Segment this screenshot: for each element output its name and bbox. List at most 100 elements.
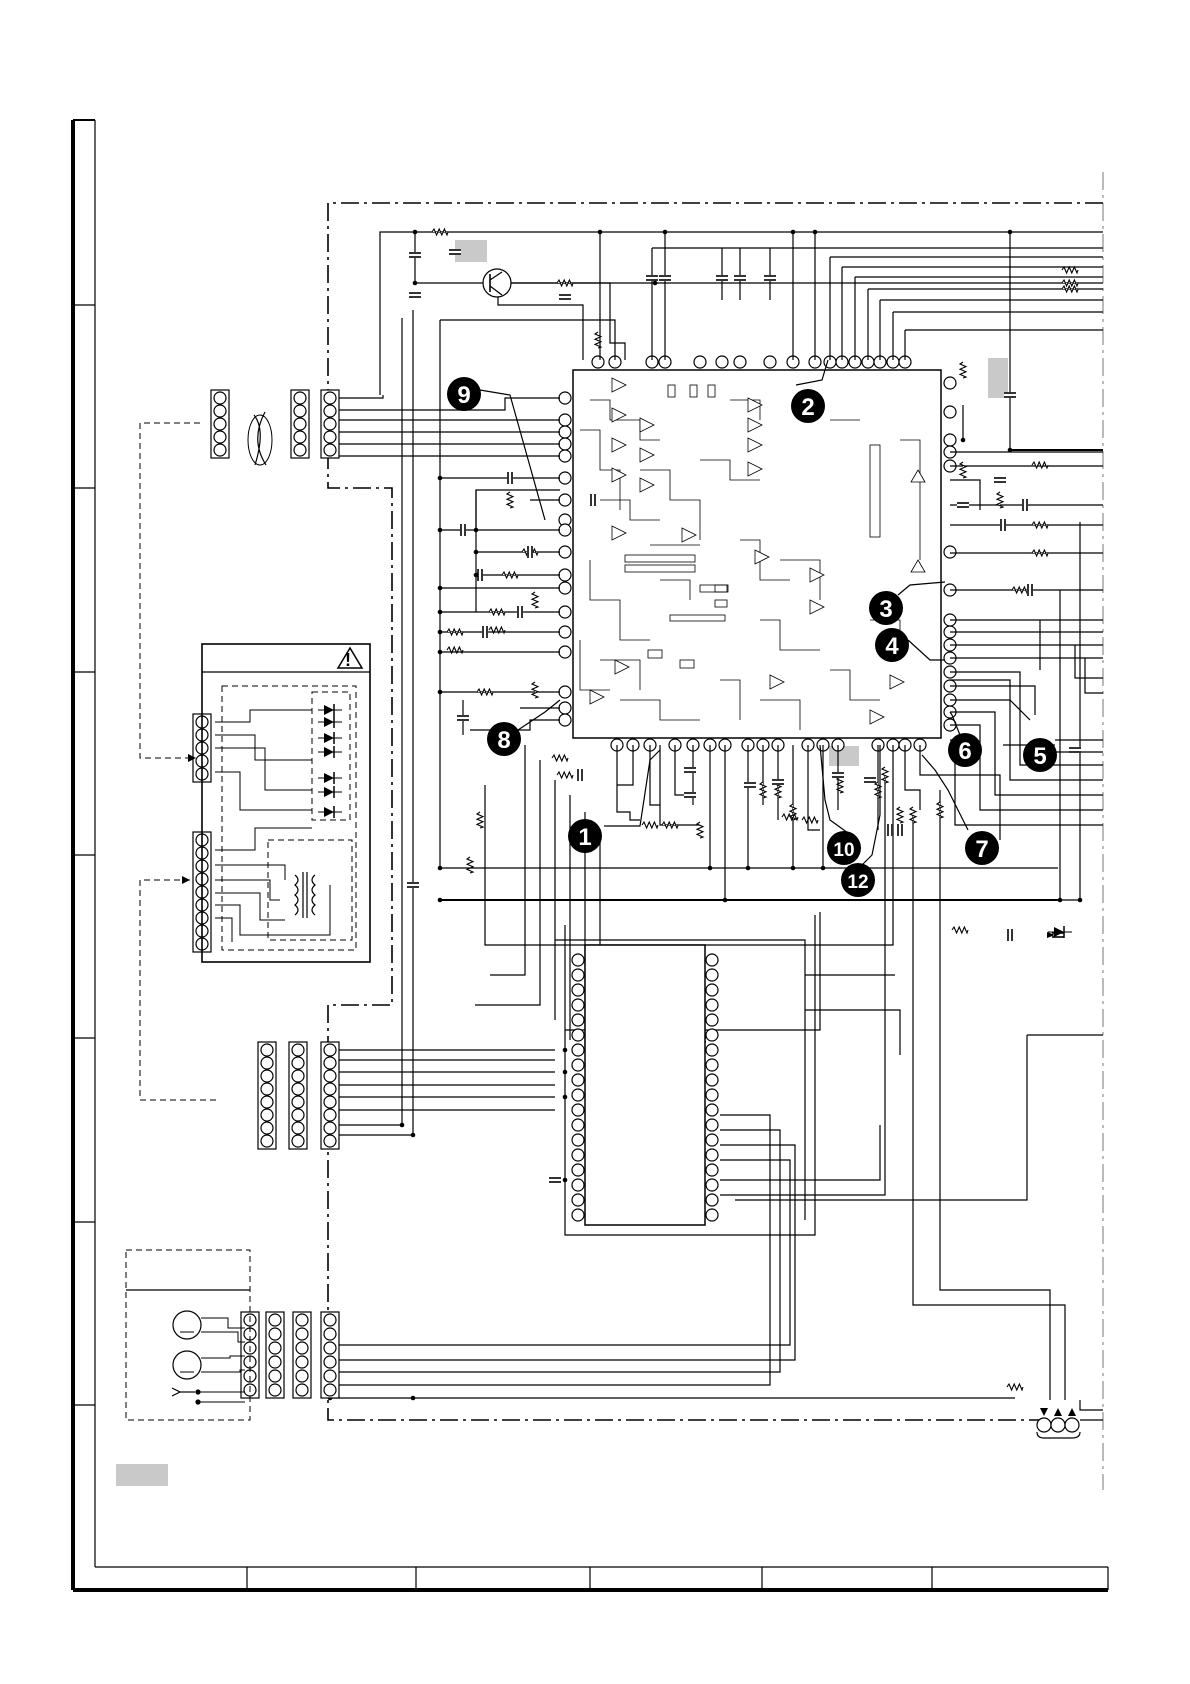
pin <box>559 569 571 581</box>
junction-dot <box>413 230 418 235</box>
pin <box>324 1057 336 1069</box>
diode-icon <box>318 704 342 716</box>
junction-dot <box>438 528 443 533</box>
pin <box>572 1059 584 1071</box>
pin <box>294 431 306 443</box>
arrow-icon <box>1040 1408 1048 1416</box>
pin <box>559 392 571 404</box>
junction-dot <box>438 630 443 635</box>
junction-dot <box>1058 898 1063 903</box>
pin <box>559 686 571 698</box>
pin <box>706 1119 718 1131</box>
pin <box>572 999 584 1011</box>
pin <box>559 582 571 594</box>
pin <box>261 1083 273 1095</box>
junction-dot <box>438 898 443 903</box>
pin <box>559 646 571 658</box>
marker-8-label: 8 <box>497 727 510 754</box>
junction-dot <box>411 1133 416 1138</box>
connector <box>293 1312 311 1398</box>
pin <box>292 1109 304 1121</box>
junction-dot <box>746 866 751 871</box>
resistor-icon <box>937 802 943 818</box>
pin <box>294 392 306 404</box>
pin <box>572 1134 584 1146</box>
pin <box>324 1342 336 1354</box>
marker-4-label: 4 <box>885 633 899 660</box>
pin <box>261 1096 273 1108</box>
speaker-icon <box>173 1351 201 1379</box>
pin <box>706 1089 718 1101</box>
pin <box>292 1122 304 1134</box>
warning-symbol: ! <box>345 650 351 670</box>
marker-2-label: 2 <box>801 394 814 421</box>
resistor-icon <box>532 682 538 698</box>
pin <box>296 1356 308 1368</box>
resistor-icon <box>910 807 916 823</box>
diode-icon <box>318 786 342 798</box>
resistor-icon <box>467 857 473 873</box>
resistor-icon <box>1032 462 1048 468</box>
pin <box>292 1096 304 1108</box>
pin <box>559 714 571 726</box>
pin <box>296 1314 308 1326</box>
pin <box>292 1057 304 1069</box>
pin <box>559 414 571 426</box>
junction-dot <box>961 438 966 443</box>
marker-12: 12 <box>841 863 875 897</box>
marker-3: 3 <box>869 591 903 625</box>
resistor-icon <box>1032 550 1048 556</box>
pin <box>559 494 571 506</box>
pin <box>764 356 776 368</box>
pin <box>944 377 956 389</box>
diode-icon <box>318 732 342 744</box>
pin <box>944 406 956 418</box>
connector <box>211 390 229 458</box>
pin <box>324 418 336 430</box>
junction-dot <box>598 230 603 235</box>
marker-9: 9 <box>447 377 481 411</box>
pin <box>261 1109 273 1121</box>
pin <box>572 1029 584 1041</box>
pin <box>269 1328 281 1340</box>
pin <box>706 954 718 966</box>
arrow-icon <box>1054 1408 1062 1416</box>
pin <box>324 1122 336 1134</box>
pin <box>296 1328 308 1340</box>
lower-ic <box>572 945 718 1225</box>
marker-6: 6 <box>948 733 982 767</box>
resistor-icon <box>697 822 703 838</box>
marker-7-label: 7 <box>975 836 988 863</box>
resistor-icon <box>507 492 513 508</box>
pin <box>269 1356 281 1368</box>
pin <box>559 438 571 450</box>
pin <box>324 405 336 417</box>
pin <box>572 1104 584 1116</box>
pin <box>269 1314 281 1326</box>
pin <box>324 1135 336 1147</box>
headphone-jack-icon <box>172 1388 200 1404</box>
pin <box>716 356 728 368</box>
pin <box>572 954 584 966</box>
transistor-icon <box>483 269 511 297</box>
pin <box>706 1059 718 1071</box>
pin <box>706 1209 718 1221</box>
pin <box>559 524 571 536</box>
resistor-icon <box>432 229 448 235</box>
pin <box>559 472 571 484</box>
pin <box>324 431 336 443</box>
marker-9-label: 9 <box>457 382 470 409</box>
marker-5-label: 5 <box>1033 743 1046 770</box>
junction-dot <box>723 898 728 903</box>
pin <box>214 431 226 443</box>
pin <box>324 1384 336 1396</box>
pin <box>706 969 718 981</box>
pin <box>261 1044 273 1056</box>
pin <box>261 1057 273 1069</box>
pin <box>294 444 306 456</box>
pin <box>572 1089 584 1101</box>
connector <box>291 390 309 458</box>
pin <box>261 1070 273 1082</box>
pin <box>214 405 226 417</box>
